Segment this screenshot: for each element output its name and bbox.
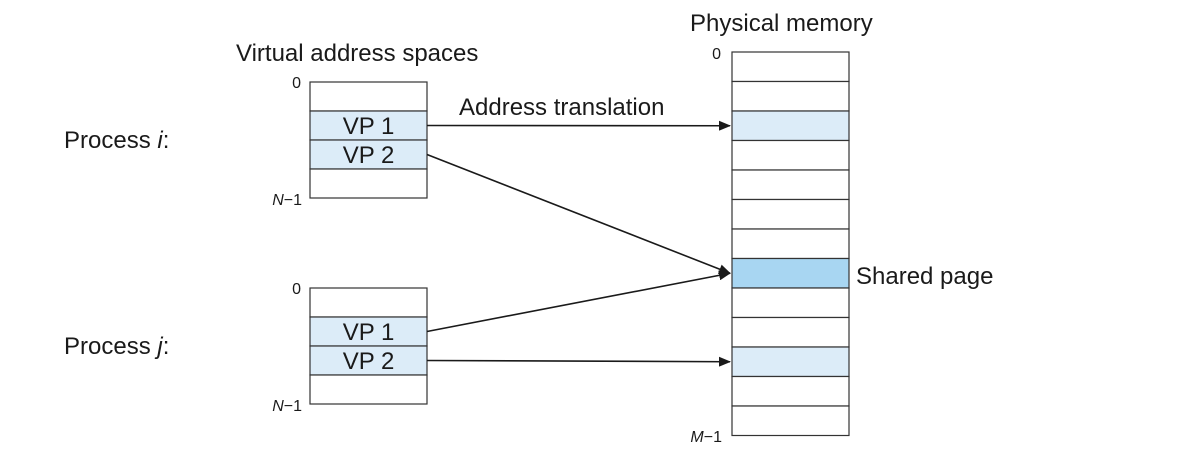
physical-page-cell bbox=[731, 346, 850, 378]
index-bottom: N−1 bbox=[272, 192, 302, 209]
process-i-address-space: 0 N−1 VP 1 VP 2 bbox=[272, 75, 428, 209]
process-label-var: j bbox=[154, 333, 163, 360]
vp2-label: VP 2 bbox=[343, 348, 395, 375]
process-j-address-space: 0 N−1 VP 1 VP 2 bbox=[272, 281, 428, 415]
physical-memory-title: Physical memory bbox=[690, 10, 873, 37]
physical-page-cell bbox=[731, 139, 850, 171]
vp1-label: VP 1 bbox=[343, 319, 395, 346]
translation-arrow bbox=[426, 356, 731, 367]
process-label-prefix: Process bbox=[64, 127, 157, 154]
virtual-page-cell bbox=[309, 139, 428, 170]
physical-page-cell bbox=[731, 316, 850, 348]
physical-page-cell bbox=[731, 405, 850, 437]
virtual-page-cell bbox=[309, 374, 428, 405]
process-label-var: i bbox=[157, 127, 163, 154]
address-translation-label: Address translation bbox=[459, 94, 664, 121]
index-top: 0 bbox=[292, 75, 301, 92]
virtual-page-cell bbox=[309, 81, 428, 112]
translation-arrows bbox=[426, 120, 731, 367]
physical-index-bottom: M−1 bbox=[690, 429, 722, 446]
physical-page-cell bbox=[731, 80, 850, 112]
index-bottom: N−1 bbox=[272, 398, 302, 415]
physical-index-top: 0 bbox=[712, 46, 721, 63]
process-label-suffix: : bbox=[163, 333, 170, 360]
virtual-page-cell bbox=[309, 168, 428, 199]
physical-page-cell bbox=[731, 287, 850, 319]
physical-memory-column bbox=[731, 51, 850, 437]
process-label-suffix: : bbox=[163, 127, 170, 154]
vp1-label: VP 1 bbox=[343, 113, 395, 140]
physical-page-cell bbox=[731, 375, 850, 407]
index-top: 0 bbox=[292, 281, 301, 298]
physical-page-cell bbox=[731, 257, 850, 289]
virtual-page-cell bbox=[309, 287, 428, 318]
process-i-label: Process i: bbox=[64, 127, 169, 154]
virtual-address-spaces-title: Virtual address spaces bbox=[236, 40, 478, 67]
process-j-label: Process j: bbox=[64, 333, 169, 360]
physical-page-cell bbox=[731, 228, 850, 260]
physical-page-cell bbox=[731, 169, 850, 201]
virtual-page-cell bbox=[309, 345, 428, 376]
vp2-label: VP 2 bbox=[343, 142, 395, 169]
translation-arrow bbox=[426, 153, 731, 274]
virtual-page-cell bbox=[309, 110, 428, 141]
physical-page-cell bbox=[731, 198, 850, 230]
process-label-prefix: Process bbox=[64, 333, 157, 360]
translation-arrow bbox=[426, 270, 731, 333]
shared-page-label: Shared page bbox=[856, 263, 993, 290]
physical-page-cell bbox=[731, 51, 850, 83]
physical-page-cell bbox=[731, 110, 850, 142]
